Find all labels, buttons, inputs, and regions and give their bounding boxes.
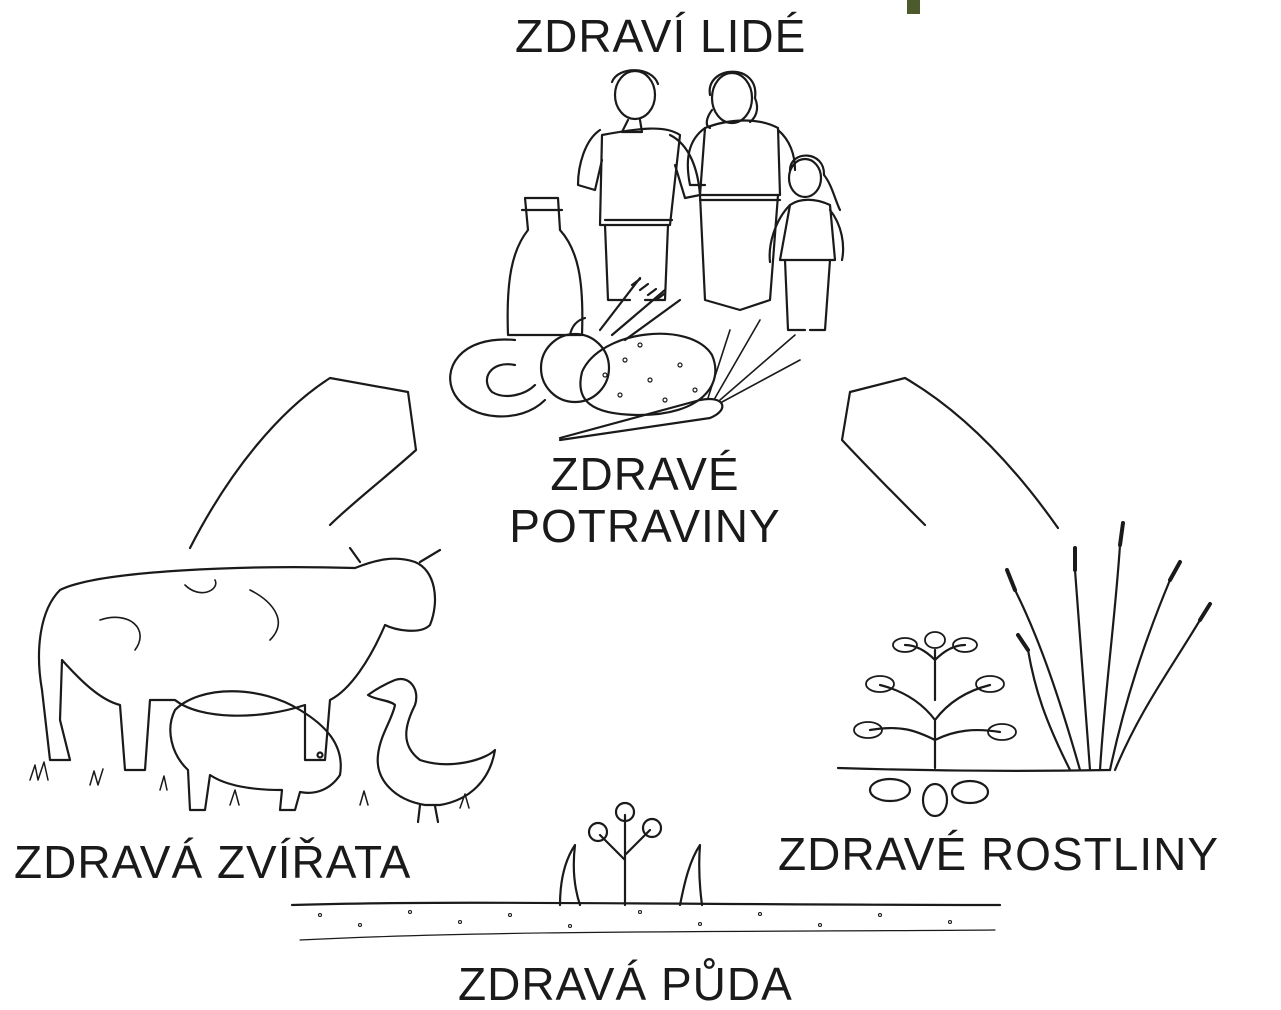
plants-illustration	[838, 523, 1210, 816]
pig	[170, 691, 340, 810]
label-healthy-food-line2: POTRAVINY	[480, 500, 810, 552]
cow	[39, 559, 435, 770]
label-healthy-plants: ZDRAVÉ ROSTLINY	[778, 828, 1219, 880]
left-connector-arc	[190, 378, 416, 548]
food-illustration	[450, 198, 800, 440]
right-connector-arc	[842, 378, 1058, 528]
carrot	[560, 399, 722, 440]
label-healthy-people: ZDRAVÍ LIDÉ	[515, 10, 806, 62]
label-healthy-soil: ZDRAVÁ PŮDA	[458, 958, 793, 1010]
wheat-plant	[1007, 523, 1210, 770]
apple	[541, 334, 609, 402]
potato-plant	[870, 645, 1000, 768]
milk-bottle	[508, 198, 583, 335]
label-healthy-food: ZDRAVÉ POTRAVINY	[480, 448, 810, 552]
goose	[368, 679, 495, 805]
label-healthy-food-line1: ZDRAVÉ	[480, 448, 810, 500]
animals-illustration	[30, 548, 495, 822]
people-illustration	[578, 70, 843, 330]
label-healthy-animals: ZDRAVÁ ZVÍŘATA	[14, 836, 411, 888]
sausage-ring	[450, 340, 545, 417]
